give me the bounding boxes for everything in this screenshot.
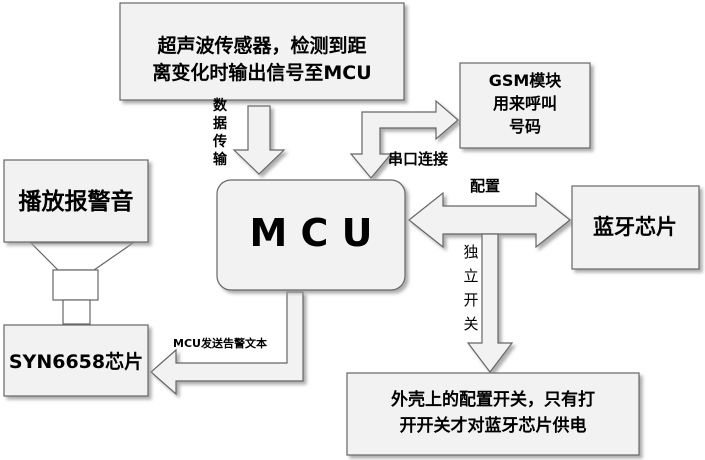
arrow-data-transfer [232, 105, 286, 175]
speaker-horn-icon [29, 242, 135, 271]
alarm-box [3, 159, 149, 243]
speaker-neck-icon [62, 299, 91, 325]
sensor-text-line-1: 超声波传感器，检测到距 [156, 34, 366, 57]
gsm-text-line-1: GSM模块 [489, 71, 563, 90]
independent-switch-label: 独立开关 [463, 243, 479, 333]
gsm-text-line-2: 用来呼叫 [493, 94, 557, 113]
arrow-independent-switch [466, 233, 514, 373]
bluetooth-box [571, 185, 700, 270]
arrow-config [408, 191, 571, 249]
config-label: 配置 [470, 177, 501, 195]
mcu-box [216, 179, 406, 291]
mcu-label: M C U [249, 211, 372, 255]
arrow-send-alert-text [150, 291, 304, 396]
sensor-box [119, 2, 405, 101]
syn6658-box [3, 324, 149, 397]
alarm-label: 播放报警音 [19, 188, 134, 215]
bluetooth-label: 蓝牙芯片 [593, 215, 677, 239]
gsm-box [459, 62, 591, 149]
sensor-text-line-2: 离变化时输出信号至MCU [152, 61, 371, 84]
serial-connection-label: 串口连接 [388, 150, 449, 168]
arrow-serial-connection [349, 99, 459, 179]
config-switch-text-line-2: 开开关才对蓝牙芯片供电 [400, 415, 587, 436]
syn6658-label: SYN6658芯片 [9, 350, 143, 373]
gsm-text-line-3: 号码 [509, 117, 541, 136]
config-switch-text-line-1: 外壳上的配置开关，只有打 [391, 389, 595, 410]
speaker-body-icon [52, 269, 99, 301]
data-transfer-label: 数据传输 [213, 98, 227, 168]
send-alert-text-label: MCU发送告警文本 [173, 337, 267, 350]
config-switch-box [346, 372, 640, 456]
